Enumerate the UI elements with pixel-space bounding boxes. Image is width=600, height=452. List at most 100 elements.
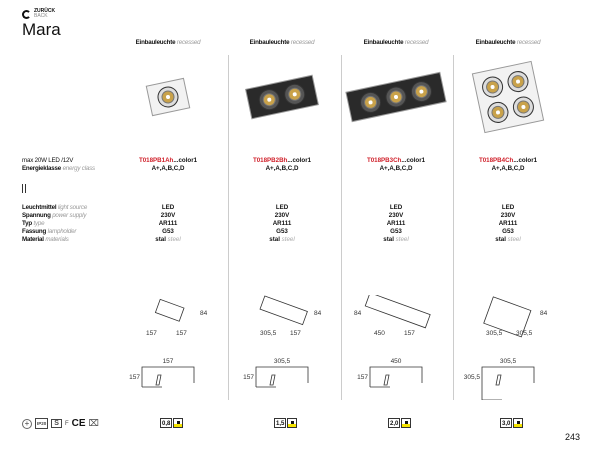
material-en: steel: [281, 236, 295, 243]
holder-value: G53: [276, 228, 288, 235]
plan-width: 305,5: [274, 358, 291, 365]
plan-height: 157: [243, 374, 254, 381]
energy-label-icon: [173, 418, 184, 428]
code-suffix: ...color1: [287, 157, 312, 164]
length-dim: 305,5: [486, 330, 503, 337]
holder-value: G53: [162, 228, 174, 235]
energy-label-de: Energieklasse: [22, 165, 62, 172]
energy-label-icon: [287, 418, 298, 428]
product-image: [345, 71, 447, 123]
plan-height: 305,5: [464, 374, 481, 381]
lamp-head: [385, 86, 407, 108]
code-main: T018PB2Bh: [252, 157, 288, 164]
header-de: Einbauleuchte: [249, 39, 290, 46]
product-code: T018PB2Bh...color1: [226, 157, 338, 164]
holder-label: Fassung lampholder: [22, 228, 76, 236]
product-image: [245, 74, 319, 120]
material-de: stal: [155, 236, 166, 243]
code-main: T018PB3Ch: [366, 157, 402, 164]
dimmable-icon: [22, 184, 26, 193]
energy-label-en: energy class: [62, 165, 96, 172]
header-en: recessed: [516, 39, 541, 46]
column-divider: [453, 55, 454, 400]
width-dim: 157: [404, 330, 415, 337]
holder-label-de: Fassung: [22, 228, 47, 235]
isometric-dimension-drawing: 84 305,5 305,5: [483, 296, 548, 338]
source-label-en: light source: [57, 204, 88, 211]
code-main: T018PB1Ah: [138, 157, 174, 164]
light-source-value: LED: [161, 204, 175, 211]
packaging-weight: 2,0: [388, 418, 412, 428]
back-label-en[interactable]: BACK: [34, 13, 48, 19]
lamp-head: [512, 96, 534, 118]
protection-class-icon: +: [22, 418, 32, 429]
f-mark-icon: F: [64, 420, 69, 427]
product-column: Einbauleuchte recessed T018PB2Bh...color…: [226, 0, 338, 452]
width-dim: 157: [176, 330, 187, 337]
height-dim: 84: [200, 310, 208, 317]
type-label-en: type: [33, 220, 45, 227]
light-source-value: LED: [389, 204, 403, 211]
packaging-weight: 0,8: [160, 418, 184, 428]
product-image: [145, 77, 191, 117]
s-mark-icon: S: [51, 419, 62, 428]
plan-height: 157: [357, 374, 368, 381]
voltage-value: 230V: [274, 212, 290, 219]
length-dim: 305,5: [260, 330, 277, 337]
holder-value: G53: [390, 228, 402, 235]
height-dim: 84: [314, 310, 322, 317]
material-de: stal: [495, 236, 506, 243]
material-label-de: Material: [22, 236, 44, 243]
width-dim: 305,5: [516, 330, 533, 337]
weee-bin-icon: ⌧: [88, 418, 99, 428]
holder-value: G53: [502, 228, 514, 235]
packaging-weight: 3,0: [500, 418, 524, 428]
length-dim: 157: [146, 330, 157, 337]
certification-icons: + IP20 S F CE ⌧: [22, 418, 99, 429]
lamp-head: [507, 71, 529, 93]
cutout-plan-drawing: 157 157: [129, 358, 195, 388]
material-de: stal: [269, 236, 280, 243]
header-en: recessed: [176, 39, 201, 46]
ip20-icon: IP20: [35, 418, 49, 429]
product-column: Einbauleuchte recessed T018PB1Ah...color…: [112, 0, 224, 452]
material-value: stal steel: [452, 236, 564, 244]
source-label-de: Leuchtmittel: [22, 204, 57, 211]
product-code: T018PB4Ch...color1: [452, 157, 564, 164]
width-dim: 157: [290, 330, 301, 337]
type-value: AR111: [272, 220, 292, 227]
energy-label-icon: [513, 418, 524, 428]
header-en: recessed: [404, 39, 429, 46]
isometric-dimension-drawing: 84 157 157: [146, 298, 208, 337]
page-number: 243: [564, 432, 580, 442]
holder-label-en: lampholder: [47, 228, 77, 235]
header-de: Einbauleuchte: [363, 39, 404, 46]
column-divider: [228, 55, 229, 400]
height-dim: 84: [540, 310, 548, 317]
product-code: T018PB1Ah...color1: [112, 157, 224, 164]
energy-class-value: A+,A,B,C,D: [151, 165, 185, 172]
cutout-plan-drawing: 450 157: [357, 358, 423, 388]
product-column: Einbauleuchte recessed T018PB3Ch...color…: [340, 0, 452, 452]
back-icon[interactable]: [22, 10, 31, 19]
product-column: Einbauleuchte recessed T018PB4Ch...color…: [452, 0, 564, 452]
cutout-plan-drawing: 305,5 305,5: [464, 358, 535, 400]
voltage-label-en: power supply: [52, 212, 87, 219]
column-header: Einbauleuchte recessed: [226, 39, 338, 46]
light-source-label: Leuchtmittel light source: [22, 204, 87, 212]
weight-value: 2,0: [388, 418, 401, 428]
voltage-label: Spannung power supply: [22, 212, 86, 220]
material-en: steel: [167, 236, 181, 243]
column-header: Einbauleuchte recessed: [340, 39, 452, 46]
back-link[interactable]: ZURÜCK BACK: [34, 9, 55, 19]
energy-class-value: A+,A,B,C,D: [491, 165, 525, 172]
lamp-head: [482, 76, 504, 98]
length-dim: 450: [374, 330, 385, 337]
weight-value: 3,0: [500, 418, 513, 428]
isometric-dimension-drawing: 84 305,5 157: [259, 295, 322, 337]
back-label-de[interactable]: ZURÜCK: [34, 8, 56, 14]
weight-value: 0,8: [160, 418, 173, 428]
material-label: Material materials: [22, 236, 69, 244]
plan-width: 305,5: [500, 358, 517, 365]
lamp-head: [360, 91, 382, 113]
